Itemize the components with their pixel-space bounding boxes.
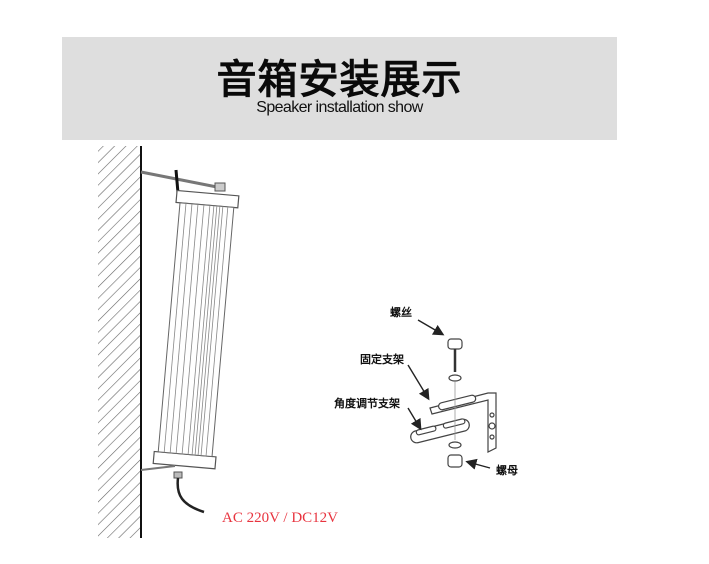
column-speaker [152, 189, 240, 470]
wall [98, 146, 142, 538]
page-subtitle: Speaker installation show [256, 99, 423, 116]
label-screw: 螺丝 [390, 306, 412, 319]
title-banner: 音箱安装展示 Speaker installation show [62, 37, 617, 140]
bottom-mount-bracket [140, 465, 205, 514]
bracket-assembly [410, 338, 497, 468]
label-angle-bracket: 角度调节支架 [334, 397, 400, 410]
label-arrows [407, 319, 491, 470]
label-nut: 螺母 [496, 464, 518, 477]
page-title: 音箱安装展示 [216, 57, 463, 103]
top-mount-bracket [140, 169, 226, 194]
label-fixed-bracket: 固定支架 [360, 353, 404, 366]
power-spec-label: AC 220V / DC12V [222, 510, 338, 526]
